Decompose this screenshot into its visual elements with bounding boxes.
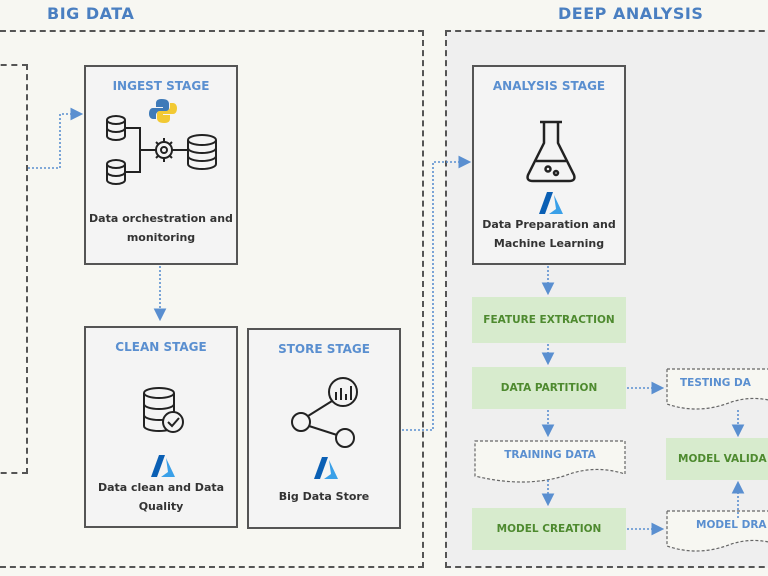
model-creation-step[interactable]: MODEL CREATION [472,508,626,550]
training-data-doc[interactable]: TRAINING DATA [474,440,626,484]
database-orchestration-icon [106,115,217,185]
testing-data-label: TESTING DA [680,377,751,389]
model-draft-doc-shape [666,510,768,552]
big-data-panel [0,30,424,568]
ingest-stage-box[interactable]: INGEST STAGE Data orchestration and moni… [84,65,238,265]
database-check-icon [143,387,184,433]
store-desc-line1: Big Data Store [278,490,370,503]
training-data-doc-shape [474,440,626,483]
deep-analysis-title: DEEP ANALYSIS [558,4,704,23]
clean-desc-line2: Quality [138,500,184,513]
analysis-stage-title: ANALYSIS STAGE [492,79,606,93]
big-data-title: BIG DATA [47,4,135,23]
ingest-desc-line1: Data orchestration and [89,212,233,225]
arrow-source-to-ingest [28,107,84,169]
store-stage-title: STORE STAGE [278,342,370,356]
model-validation-step[interactable]: MODEL VALIDA [666,438,768,480]
clean-stage-title: CLEAN STAGE [115,340,207,354]
analysis-desc-line1: Data Preparation and [482,218,616,231]
arrow-store-to-analysis [402,155,472,431]
model-draft-doc[interactable]: MODEL DRA [666,510,768,554]
clean-stage-box[interactable]: CLEAN STAGE Data clean and Data Quality [84,326,238,528]
share-network-icon [291,377,358,448]
ingest-desc-line2: monitoring [126,231,196,244]
analysis-stage-box[interactable]: ANALYSIS STAGE Data Preparation and Mach… [472,65,626,265]
training-data-label: TRAINING DATA [504,449,596,461]
store-stage-box[interactable]: STORE STAGE Big Data Store [247,328,401,529]
feature-extraction-step[interactable]: FEATURE EXTRACTION [472,297,626,343]
data-partition-step[interactable]: DATA PARTITION [472,367,626,409]
flask-icon [526,120,576,183]
azure-logo-icon [539,192,563,214]
clean-desc-line1: Data clean and Data [97,481,225,494]
testing-data-doc-shape [666,368,768,410]
azure-logo-icon [314,457,338,479]
python-logo-icon [149,99,177,123]
model-draft-label: MODEL DRA [696,519,767,531]
source-panel [0,64,28,474]
azure-logo-icon [151,455,175,477]
testing-data-doc[interactable]: TESTING DA [666,368,768,412]
ingest-stage-title: INGEST STAGE [112,79,210,93]
analysis-desc-line2: Machine Learning [493,237,605,250]
